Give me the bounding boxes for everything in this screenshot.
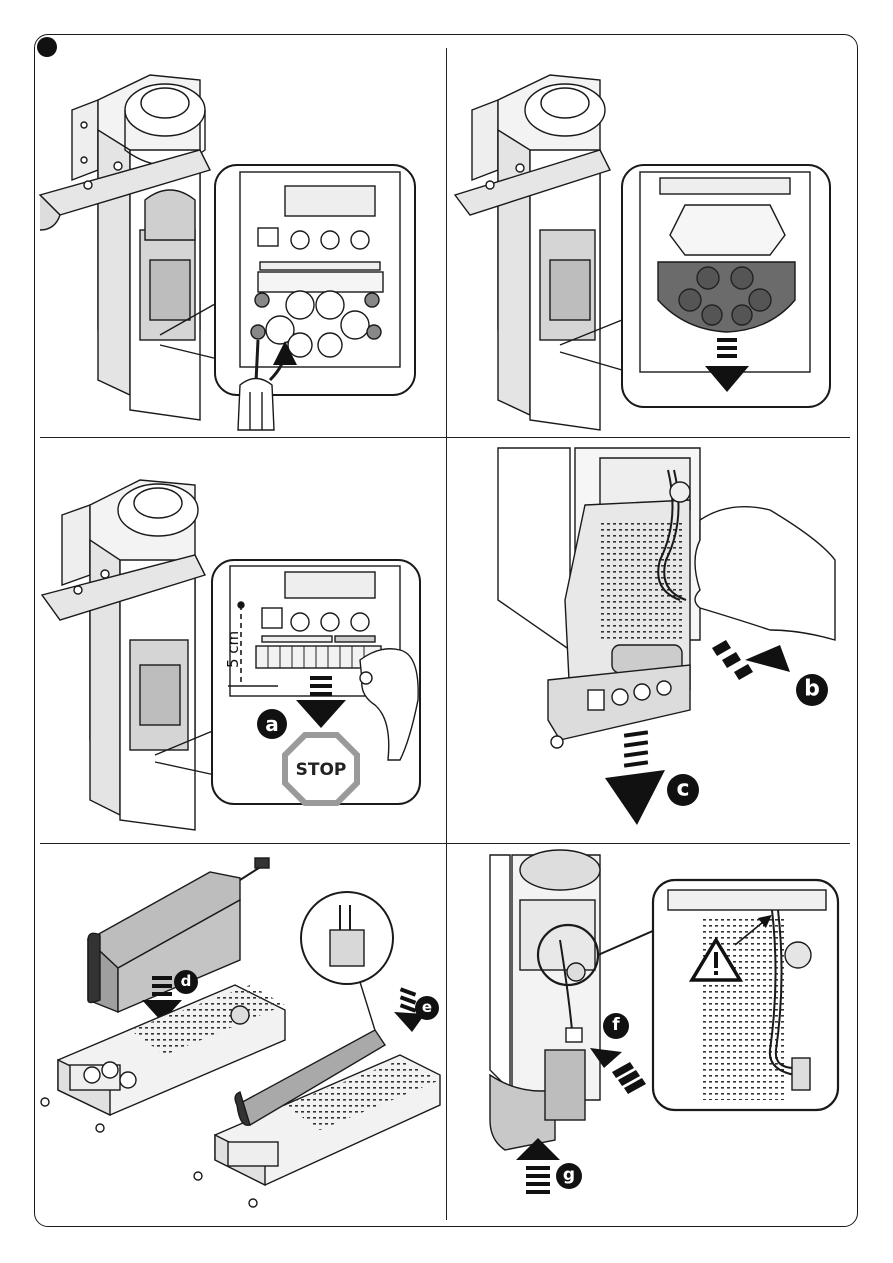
step-label-c: c (676, 777, 689, 802)
panel-6-reinsert-board (490, 850, 838, 1194)
dimension-label: 5 cm (224, 631, 242, 668)
step-label-d: d (181, 972, 192, 990)
step-label-e: e (422, 998, 432, 1016)
panel-4-slide-out-board (498, 448, 835, 825)
panel-5-insert-battery (41, 858, 440, 1207)
connector-icon (301, 892, 393, 984)
step-label-a: a (265, 712, 279, 736)
step-label-f: f (612, 1015, 620, 1035)
step-label-g: g (563, 1165, 575, 1185)
panel-1-remove-screws (40, 75, 415, 430)
stop-sign-text: STOP (296, 760, 347, 780)
panel-2-remove-cover (455, 75, 830, 430)
step-label-b: b (804, 677, 820, 702)
